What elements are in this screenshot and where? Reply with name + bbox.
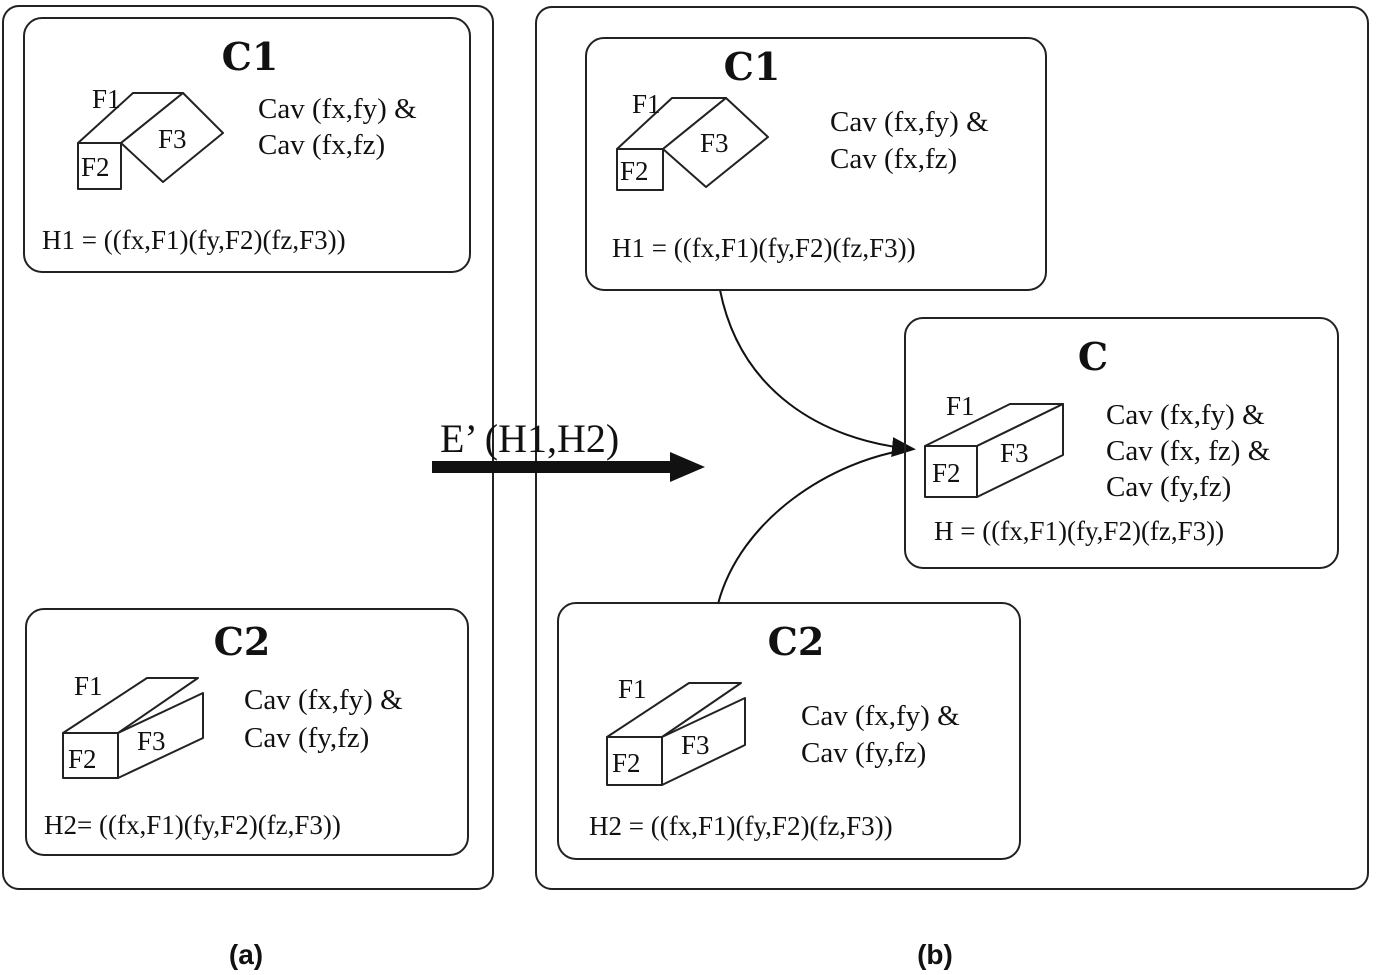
panel-b-c1-h-expr: H1 = ((fx,F1)(fy,F2)(fz,F3)) bbox=[612, 233, 916, 263]
panel-b-c1-face-f1: F1 bbox=[632, 89, 661, 119]
panel-b-c1-box: C1 F1 F2 F3 Cav (fx,fy) & Cav (fx,fz) H1… bbox=[585, 37, 1047, 291]
panel-b-c-face-f3: F3 bbox=[1000, 438, 1029, 468]
panel-b-caption: (b) bbox=[917, 939, 953, 970]
panel-a-c2-face-f2: F2 bbox=[68, 744, 97, 774]
panel-a-c1-title: C1 bbox=[222, 34, 279, 79]
panel-b-c2-shape bbox=[606, 682, 746, 786]
transform-arrow bbox=[432, 452, 705, 482]
panel-b-c-box: C F1 F2 F3 Cav (fx,fy) & Cav (fx, fz) & … bbox=[904, 317, 1339, 569]
panel-a-c1-shape bbox=[77, 92, 224, 190]
panel-a-c2-h-expr: H2= ((fx,F1)(fy,F2)(fz,F3)) bbox=[44, 810, 341, 840]
panel-b-c-title: C bbox=[1078, 334, 1108, 379]
panel-b-c-h-expr: H = ((fx,F1)(fy,F2)(fz,F3)) bbox=[934, 516, 1224, 546]
panel-b-c-cond-2: Cav (fx, fz) & bbox=[1106, 435, 1271, 467]
panel-b-c1-shape bbox=[616, 97, 769, 191]
panel-b-c2-h-expr: H2 = ((fx,F1)(fy,F2)(fz,F3)) bbox=[589, 811, 893, 841]
panel-b-c1-title: C1 bbox=[724, 44, 781, 89]
panel-b-c1-face-f3: F3 bbox=[700, 128, 729, 158]
panel-b-c-face-f2: F2 bbox=[932, 458, 961, 488]
panel-b-c1-cond-2: Cav (fx,fz) bbox=[830, 143, 957, 175]
panel-b-c2-cond-1: Cav (fx,fy) & bbox=[801, 700, 960, 732]
panel-b-c-cond-1: Cav (fx,fy) & bbox=[1106, 399, 1265, 431]
panel-b-c-cond-3: Cav (fy,fz) bbox=[1106, 471, 1231, 503]
panel-a-c1-face-f1: F1 bbox=[92, 84, 121, 114]
panel-a-c1-cond-2: Cav (fx,fz) bbox=[258, 129, 385, 161]
panel-a-c1-cond-1: Cav (fx,fy) & bbox=[258, 93, 417, 125]
panel-a-c2-shape bbox=[62, 677, 204, 779]
panel-b-c2-title: C2 bbox=[768, 619, 825, 664]
connector-c1-to-c bbox=[719, 289, 916, 457]
panel-a-c2-face-f3: F3 bbox=[137, 726, 166, 756]
panel-a-c2-title: C2 bbox=[214, 619, 271, 664]
panel-b-c-face-f1: F1 bbox=[946, 391, 975, 421]
panel-b-c2-box: C2 F1 F2 F3 Cav (fx,fy) & Cav (fy,fz) H2… bbox=[557, 602, 1021, 860]
panel-b-c2-cond-2: Cav (fy,fz) bbox=[801, 737, 926, 769]
transform-label: E’ (H1,H2) bbox=[440, 416, 619, 461]
panel-b-c1-face-f2: F2 bbox=[620, 156, 649, 186]
panel-b-frame bbox=[535, 6, 1369, 890]
panel-a-c2-face-f1: F1 bbox=[74, 671, 103, 701]
panel-a-frame bbox=[2, 5, 494, 890]
panel-b-c2-face-f3: F3 bbox=[681, 730, 710, 760]
panel-a-caption: (a) bbox=[229, 939, 263, 970]
panel-a-c1-h-expr: H1 = ((fx,F1)(fy,F2)(fz,F3)) bbox=[42, 225, 346, 255]
panel-a-c2-cond-2: Cav (fy,fz) bbox=[244, 722, 369, 754]
panel-b-c-shape bbox=[924, 403, 1064, 498]
panel-a-c1-face-f3: F3 bbox=[158, 124, 187, 154]
panel-b-c1-cond-1: Cav (fx,fy) & bbox=[830, 106, 989, 138]
panel-a-c2-box: C2 F1 F2 F3 Cav (fx,fy) & Cav (fy,fz) H2… bbox=[25, 608, 469, 856]
panel-b-c2-face-f1: F1 bbox=[618, 674, 647, 704]
panel-a-c2-cond-1: Cav (fx,fy) & bbox=[244, 684, 403, 716]
panel-a-c1-face-f2: F2 bbox=[81, 152, 110, 182]
panel-a-c1-box: C1 F1 F2 F3 Cav (fx,fy) & Cav (fx,fz) H1… bbox=[23, 17, 471, 273]
connector-c2-to-c bbox=[717, 448, 913, 605]
panel-b-c2-face-f2: F2 bbox=[612, 748, 641, 778]
